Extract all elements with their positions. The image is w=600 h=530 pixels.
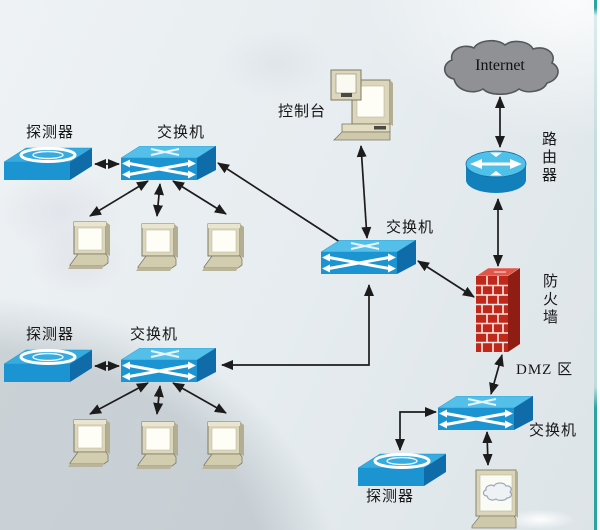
- internet-label: Internet: [475, 57, 525, 74]
- console-label: 控制台: [278, 104, 327, 120]
- workstation: [200, 220, 246, 272]
- switch-mid: [121, 348, 216, 382]
- link-switch-center-switch-top: [217, 162, 347, 247]
- computer-icon: [68, 419, 110, 467]
- workstation: [200, 418, 246, 470]
- switch-icon: [321, 240, 416, 274]
- link-switch-mid-pc3: [172, 382, 227, 414]
- detector-icon: [358, 453, 446, 486]
- link-switch-mid-pc1: [89, 382, 149, 415]
- link-switch-top-pc2: [153, 183, 164, 217]
- detector-mid-label: 探测器: [26, 327, 75, 343]
- right-edge-accent: [594, 0, 597, 530]
- switch-dmz: [438, 396, 533, 430]
- switch-icon: [121, 348, 216, 382]
- cloud-icon: Internet: [443, 39, 559, 95]
- switch-dmz-label: 交换机: [529, 423, 578, 439]
- console-workstation: [330, 68, 394, 142]
- firewall-label: 防火墙: [541, 273, 557, 327]
- link-switch-top-pc3: [172, 180, 227, 215]
- link-switch-dmz-detector-dmz: [395, 407, 437, 451]
- firewall: [476, 268, 522, 354]
- computer-icon: [68, 221, 110, 269]
- workstation: [66, 218, 112, 270]
- computer-icon: [202, 421, 244, 469]
- internet-cloud: Internet: [440, 39, 560, 95]
- link-firewall-switch-dmz: [489, 354, 504, 395]
- computer-icon: [202, 223, 244, 271]
- computer-icon: [136, 223, 178, 271]
- switch-top: [121, 146, 216, 180]
- dmz-server: [470, 468, 518, 530]
- switch-mid-label: 交换机: [130, 327, 179, 343]
- link-switch-dmz-server: [482, 431, 493, 466]
- dmz-zone-label: DMZ 区: [516, 362, 574, 378]
- switch-top-label: 交换机: [157, 125, 206, 141]
- console-icon: [330, 69, 393, 141]
- link-switch-top-pc1: [89, 180, 149, 217]
- workstation: [134, 418, 180, 470]
- router-icon: [465, 150, 527, 193]
- detector-dmz-label: 探测器: [366, 489, 415, 505]
- detector-mid: [4, 348, 92, 384]
- firewall-icon: [476, 268, 521, 352]
- computer-icon: [136, 421, 178, 469]
- workstation: [134, 220, 180, 272]
- workstation: [66, 416, 112, 468]
- switch-center-label: 交换机: [386, 220, 435, 236]
- detector-icon: [4, 147, 92, 180]
- server-icon: [471, 469, 518, 529]
- link-switch-center-firewall: [417, 260, 475, 298]
- detector-icon: [4, 349, 92, 382]
- detector-top-label: 探测器: [26, 125, 75, 141]
- detector-dmz: [358, 452, 446, 488]
- link-switch-center-switch-mid: [221, 284, 374, 370]
- switch-center: [321, 240, 416, 274]
- link-console-switch-center: [356, 145, 372, 239]
- router-label: 路由器: [540, 131, 556, 185]
- switch-icon: [121, 146, 216, 180]
- right-edge-margin: [597, 0, 600, 530]
- link-switch-mid-pc2: [153, 385, 164, 415]
- switch-icon: [438, 396, 533, 430]
- router: [464, 148, 528, 196]
- detector-top: [4, 146, 92, 182]
